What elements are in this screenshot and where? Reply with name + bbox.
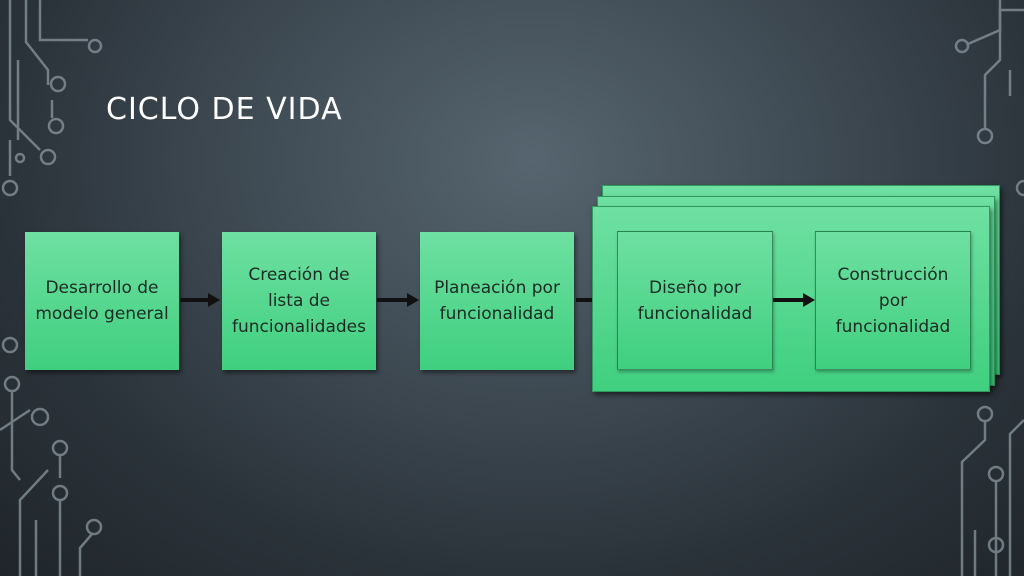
step-creacion-lista-funcionalidades: Creación de lista de funcionalidades [222,232,376,370]
slide-title: CICLO DE VIDA [106,92,343,127]
step-label: Creación de lista de funcionalidades [232,265,366,337]
step-label: Desarrollo de modelo general [35,278,169,324]
step-planeacion-por-funcionalidad: Planeación por funcionalidad [420,232,574,370]
step-label: Planeación por funcionalidad [434,278,560,324]
step-label: Construcción por funcionalidad [835,264,951,337]
step-diseno-por-funcionalidad: Diseño por funcionalidad [617,231,773,370]
arrow-4-5 [773,293,815,307]
arrow-1-2 [180,293,220,307]
step-desarrollo-modelo-general: Desarrollo de modelo general [25,232,179,370]
arrow-2-3 [377,293,419,307]
step-construccion-por-funcionalidad: Construcción por funcionalidad [815,231,971,370]
step-label: Diseño por funcionalidad [637,277,753,324]
